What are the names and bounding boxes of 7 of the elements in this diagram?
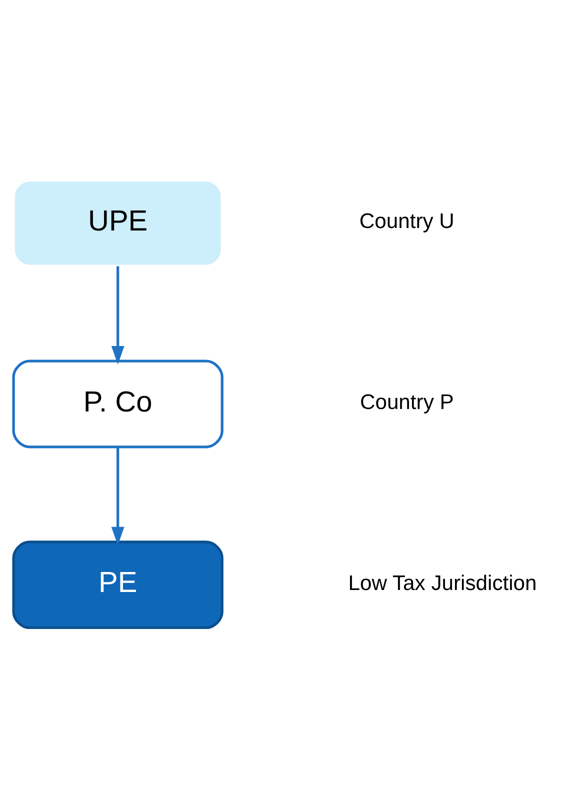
label: Low Tax Jurisdiction (348, 571, 537, 594)
arrow (111, 266, 124, 364)
arrow (111, 446, 124, 545)
label: Country P (360, 390, 454, 414)
label: Country U (359, 210, 454, 233)
node-box: PE (12, 540, 224, 629)
node-box: P. Co (12, 359, 224, 448)
